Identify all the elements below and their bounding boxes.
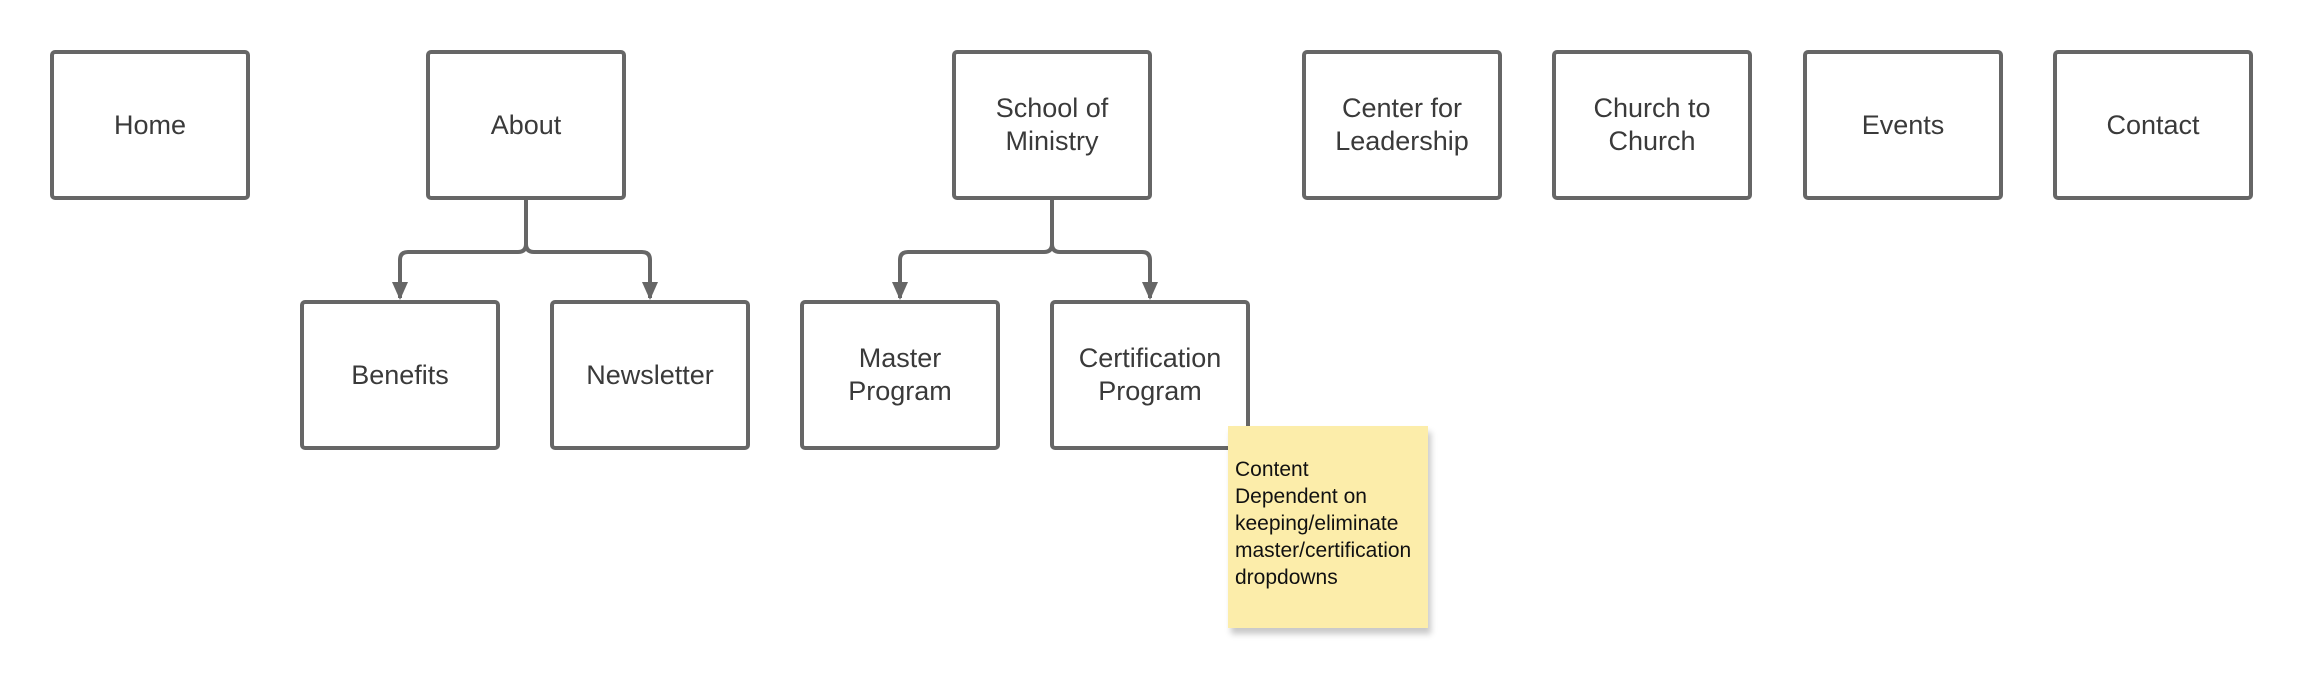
arrowhead-newsletter [642,282,658,300]
node-home-label: Home [113,109,187,140]
node-benefits-label: Benefits [351,359,449,390]
connector-about-benefits [398,200,528,298]
node-school-of-ministry[interactable]: School of Ministry [952,50,1152,200]
node-about-label: About [490,109,562,140]
connector-school-master [898,200,1054,298]
node-center-for-leadership-label: Center for Leadership [1335,93,1469,156]
node-church-to-church[interactable]: Church to Church [1552,50,1752,200]
node-about[interactable]: About [426,50,626,200]
node-master-program[interactable]: Master Program [800,300,1000,450]
arrowhead-certification [1142,282,1158,300]
sticky-note[interactable]: Content Dependent on keeping/eliminate m… [1228,426,1428,628]
node-center-for-leadership[interactable]: Center for Leadership [1302,50,1502,200]
node-newsletter-label: Newsletter [586,359,714,390]
node-certification-program[interactable]: Certification Program [1050,300,1250,450]
node-school-of-ministry-label: School of Ministry [995,93,1109,156]
sticky-note-text: Content Dependent on keeping/eliminate m… [1235,458,1412,589]
node-contact[interactable]: Contact [2053,50,2253,200]
connector-about-newsletter [524,243,652,298]
arrowhead-master [892,282,908,300]
node-master-program-label: Master Program [848,343,952,406]
node-events[interactable]: Events [1803,50,2003,200]
node-church-to-church-label: Church to Church [1593,93,1711,156]
arrowhead-benefits [392,282,408,300]
node-benefits[interactable]: Benefits [300,300,500,450]
node-events-label: Events [1861,109,1945,140]
node-certification-program-label: Certification Program [1078,343,1222,406]
node-newsletter[interactable]: Newsletter [550,300,750,450]
connector-school-certification [1050,243,1152,298]
node-contact-label: Contact [2106,109,2200,140]
node-home[interactable]: Home [50,50,250,200]
